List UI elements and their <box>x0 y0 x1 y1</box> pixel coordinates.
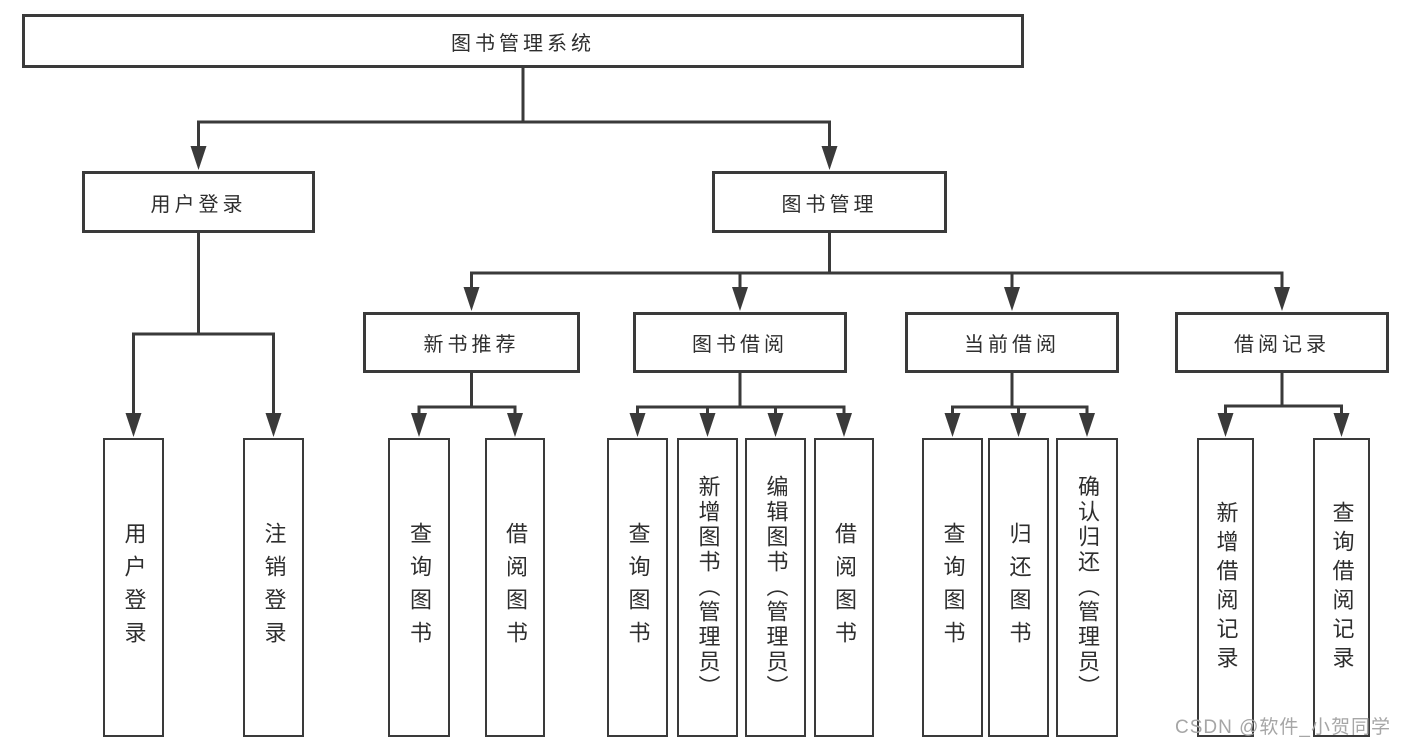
node-b3: 编辑图书（管理员） <box>745 438 806 737</box>
node-b1: 查询图书 <box>607 438 668 737</box>
node-b4: 借阅图书 <box>814 438 874 737</box>
node-c1: 查询图书 <box>922 438 983 737</box>
node-r2: 查询借阅记录 <box>1313 438 1370 737</box>
node-label: 图书管理 <box>781 193 878 216</box>
node-record: 借阅记录 <box>1175 312 1389 373</box>
node-label: 借阅记录 <box>1234 334 1330 356</box>
node-label: 查询借阅记录 <box>1329 500 1355 675</box>
node-label: 注销登录 <box>261 521 287 654</box>
node-c3: 确认归还（管理员） <box>1056 438 1118 737</box>
node-label: 查询图书 <box>625 521 651 654</box>
node-root: 图书管理系统 <box>22 14 1024 68</box>
node-label: 借阅图书 <box>503 521 528 654</box>
node-label: 图书借阅 <box>692 334 788 356</box>
node-label: 图书管理系统 <box>451 32 595 55</box>
node-label: 查询图书 <box>940 521 966 654</box>
node-label: 借阅图书 <box>832 521 857 654</box>
node-label: 当前借阅 <box>964 334 1060 356</box>
node-label: 归还图书 <box>1006 521 1032 654</box>
node-label: 新增图书（管理员） <box>695 475 721 700</box>
node-label: 确认归还（管理员） <box>1075 475 1100 700</box>
node-n2: 借阅图书 <box>485 438 545 737</box>
node-r1: 新增借阅记录 <box>1197 438 1254 737</box>
node-login: 用户登录 <box>82 171 315 233</box>
node-b2: 新增图书（管理员） <box>677 438 738 737</box>
node-label: 用户登录 <box>121 521 147 654</box>
node-l1: 用户登录 <box>103 438 164 737</box>
node-label: 新增借阅记录 <box>1213 500 1239 675</box>
watermark-text: CSDN @软件_小贺同学 <box>1175 717 1391 738</box>
node-l2: 注销登录 <box>243 438 304 737</box>
node-label: 用户登录 <box>150 193 247 216</box>
node-n1: 查询图书 <box>388 438 450 737</box>
node-label: 编辑图书（管理员） <box>763 475 789 700</box>
node-c2: 归还图书 <box>988 438 1049 737</box>
node-mgmt: 图书管理 <box>712 171 947 233</box>
node-borrow: 图书借阅 <box>633 312 847 373</box>
node-label: 查询图书 <box>407 521 432 654</box>
node-newrec: 新书推荐 <box>363 312 580 373</box>
node-current: 当前借阅 <box>905 312 1119 373</box>
node-label: 新书推荐 <box>423 334 520 356</box>
